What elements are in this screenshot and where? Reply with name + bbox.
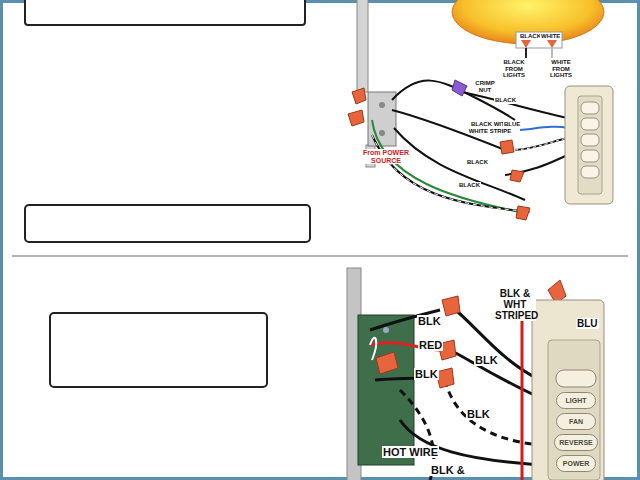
wire-label: BLACK bbox=[494, 97, 517, 104]
wire-label: BLACK bbox=[458, 182, 481, 189]
wire-label: BLK bbox=[417, 315, 442, 327]
wire-label: From POWER SOURCE bbox=[362, 149, 410, 164]
wire-label: CRIMP NUT bbox=[472, 80, 498, 93]
button-text: REVERSE bbox=[559, 439, 592, 446]
switch-button: REVERSE bbox=[554, 434, 598, 451]
wire-label: RED bbox=[418, 339, 443, 351]
wire-label: HOT WIRE bbox=[382, 446, 439, 458]
wire-label: BLUE bbox=[503, 121, 521, 128]
switch-button: LIGHT bbox=[556, 392, 596, 409]
wire-label: BLK & WHT STRIPED bbox=[494, 288, 536, 321]
button-text: POWER bbox=[563, 460, 589, 467]
wire-label: BLK bbox=[466, 408, 491, 420]
wire-label: BLK & bbox=[430, 464, 466, 476]
wire-label: WHITE bbox=[540, 33, 561, 40]
switch-button: FAN bbox=[556, 413, 596, 430]
wire-label: BLACK bbox=[519, 33, 542, 40]
wire-label: BLU bbox=[576, 318, 599, 329]
wire-label: WHITE FROM LIGHTS bbox=[543, 59, 579, 79]
switch-button: POWER bbox=[556, 455, 596, 472]
button-text: LIGHT bbox=[566, 397, 587, 404]
wire-label: BLK bbox=[474, 354, 499, 366]
wire-label: BLK bbox=[414, 368, 439, 380]
button-text: FAN bbox=[569, 418, 583, 425]
wire-label: BLACK FROM LIGHTS bbox=[496, 59, 532, 79]
wire-label: BLACK bbox=[466, 159, 489, 166]
